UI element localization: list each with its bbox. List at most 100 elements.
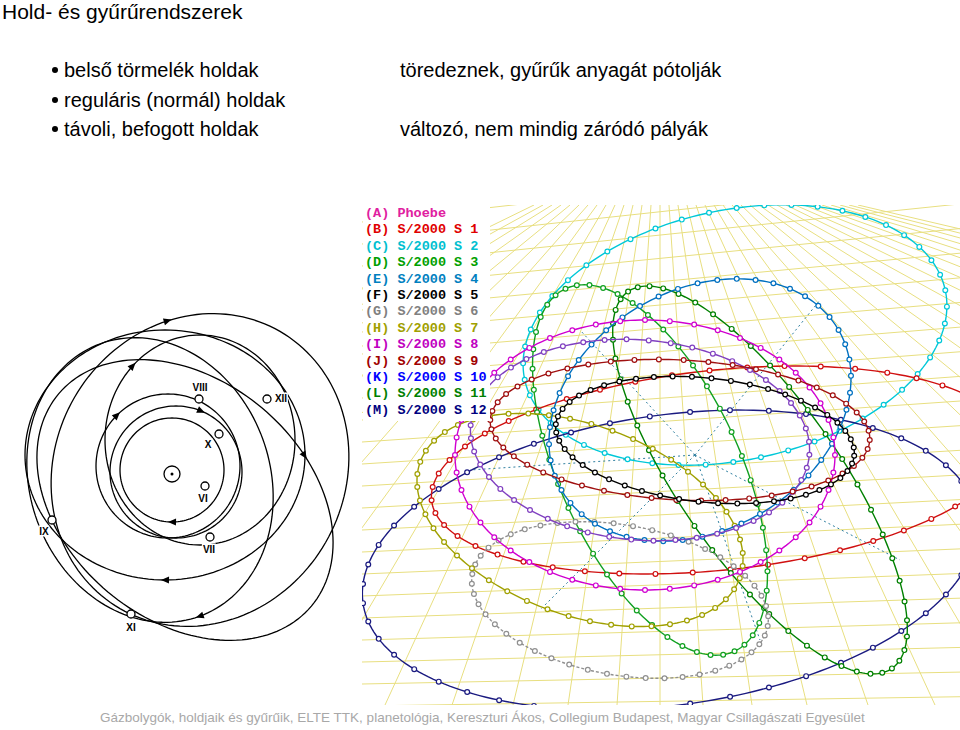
orbit-marker [412,667,417,672]
orbit-marker [740,454,745,459]
orbit-marker [436,471,441,476]
moon-numeral: XI [125,622,136,633]
orbit-marker [766,387,771,392]
orbit-marker [766,408,771,413]
orbit-marker [870,645,875,650]
orbit-marker [454,435,459,440]
orbit-marker [750,633,755,638]
legend-text: (D) S/2000 S 3 [365,255,478,270]
radius-line [695,455,760,640]
legend-entry: (D) S/2000 S 3 [365,255,487,271]
orbit-marker [758,345,763,350]
moon-marker [201,482,209,490]
orbit-marker [585,530,590,535]
orbit-marker [676,287,681,292]
orbit-marker [436,679,441,684]
orbit-marker [608,529,613,534]
orbit-marker [660,473,665,478]
orbit-marker [809,484,814,489]
legend-text: (F) S/2000 S 5 [365,288,478,303]
orbit-marker [432,438,437,443]
orbit-marker [498,486,503,491]
orbit-marker [899,436,904,441]
orbit-marker [504,631,509,636]
orbit-marker [559,488,564,493]
grid-line [362,205,570,705]
orbit-marker [577,393,582,398]
orbit-marker [497,698,502,703]
orbit-marker [818,504,823,509]
orbit-marker [783,392,788,397]
grid-line [362,500,960,530]
orbit-marker [548,336,553,341]
grid-line [795,205,960,705]
orbit-marker [815,205,820,209]
grid-line [362,205,552,705]
orbit-marker [635,285,640,290]
orbit-marker [455,553,460,558]
orbit-marker [653,226,658,231]
orbit-marker [715,278,720,283]
orbit-marker [869,507,874,512]
orbit-marker [749,650,754,655]
orbit-marker [717,406,722,411]
orbit-marker [366,619,371,624]
orbit-marker [807,452,812,457]
orbit-marker [944,592,949,597]
orbit-marker [501,445,506,450]
orbit-marker [631,437,636,442]
orbit-marker [646,338,651,343]
orbit-marker [713,605,718,610]
orbit-line [27,338,273,623]
orbit-marker [790,489,795,494]
orbit-marker [601,286,606,291]
orbit-marker [826,488,831,493]
grid-line [362,475,960,508]
orbit-marker [759,593,764,598]
orbit-marker [584,263,589,268]
orbit-marker [625,493,630,498]
orbit-marker [559,477,564,482]
orbit-marker [629,624,634,629]
bullet-text: távoli, befogott holdak [64,117,259,141]
orbit-marker [758,560,763,565]
orbit-marker [862,419,867,424]
orbit-marker [436,487,441,492]
grid-line [750,205,960,705]
orbit-marker [566,506,571,511]
orbit-marker [855,482,860,487]
orbit-marker [376,636,381,641]
orbit-marker [591,551,596,556]
orbit-marker [472,592,477,597]
orbit-marker [708,653,713,658]
legend-text: (H) S/2000 S 7 [365,321,478,336]
orbit-marker [843,342,848,347]
radius-line [540,455,695,610]
orbit-marker [605,572,610,577]
orbit-marker [731,564,736,569]
orbit-marker [707,210,712,215]
orbit-marker [885,370,890,375]
orbit-marker [762,633,767,638]
orbit-marker [938,272,943,277]
grid-line [669,205,703,705]
orbit-marker [679,217,684,222]
grid-line [362,426,960,464]
moon-numeral: VIII [191,382,208,393]
orbit-marker [668,341,673,346]
legend: (A) Phoebe(B) S/2000 S 1(C) S/2000 S 2(D… [363,205,490,421]
orbit-marker [478,553,483,558]
orbit-line [120,418,224,522]
orbit-marker [734,206,739,211]
moon-numeral: X [204,439,213,450]
orbit-marker [574,283,579,288]
orbit-marker [508,532,513,537]
orbit-marker [538,315,543,320]
moon-orbit [472,522,769,679]
orbit-marker [465,470,470,475]
orbit-marker [593,470,598,475]
orbit-marker [538,523,543,528]
orbit-marker [838,548,843,553]
orbit-marker [902,648,907,653]
orbit-marker [508,548,513,553]
